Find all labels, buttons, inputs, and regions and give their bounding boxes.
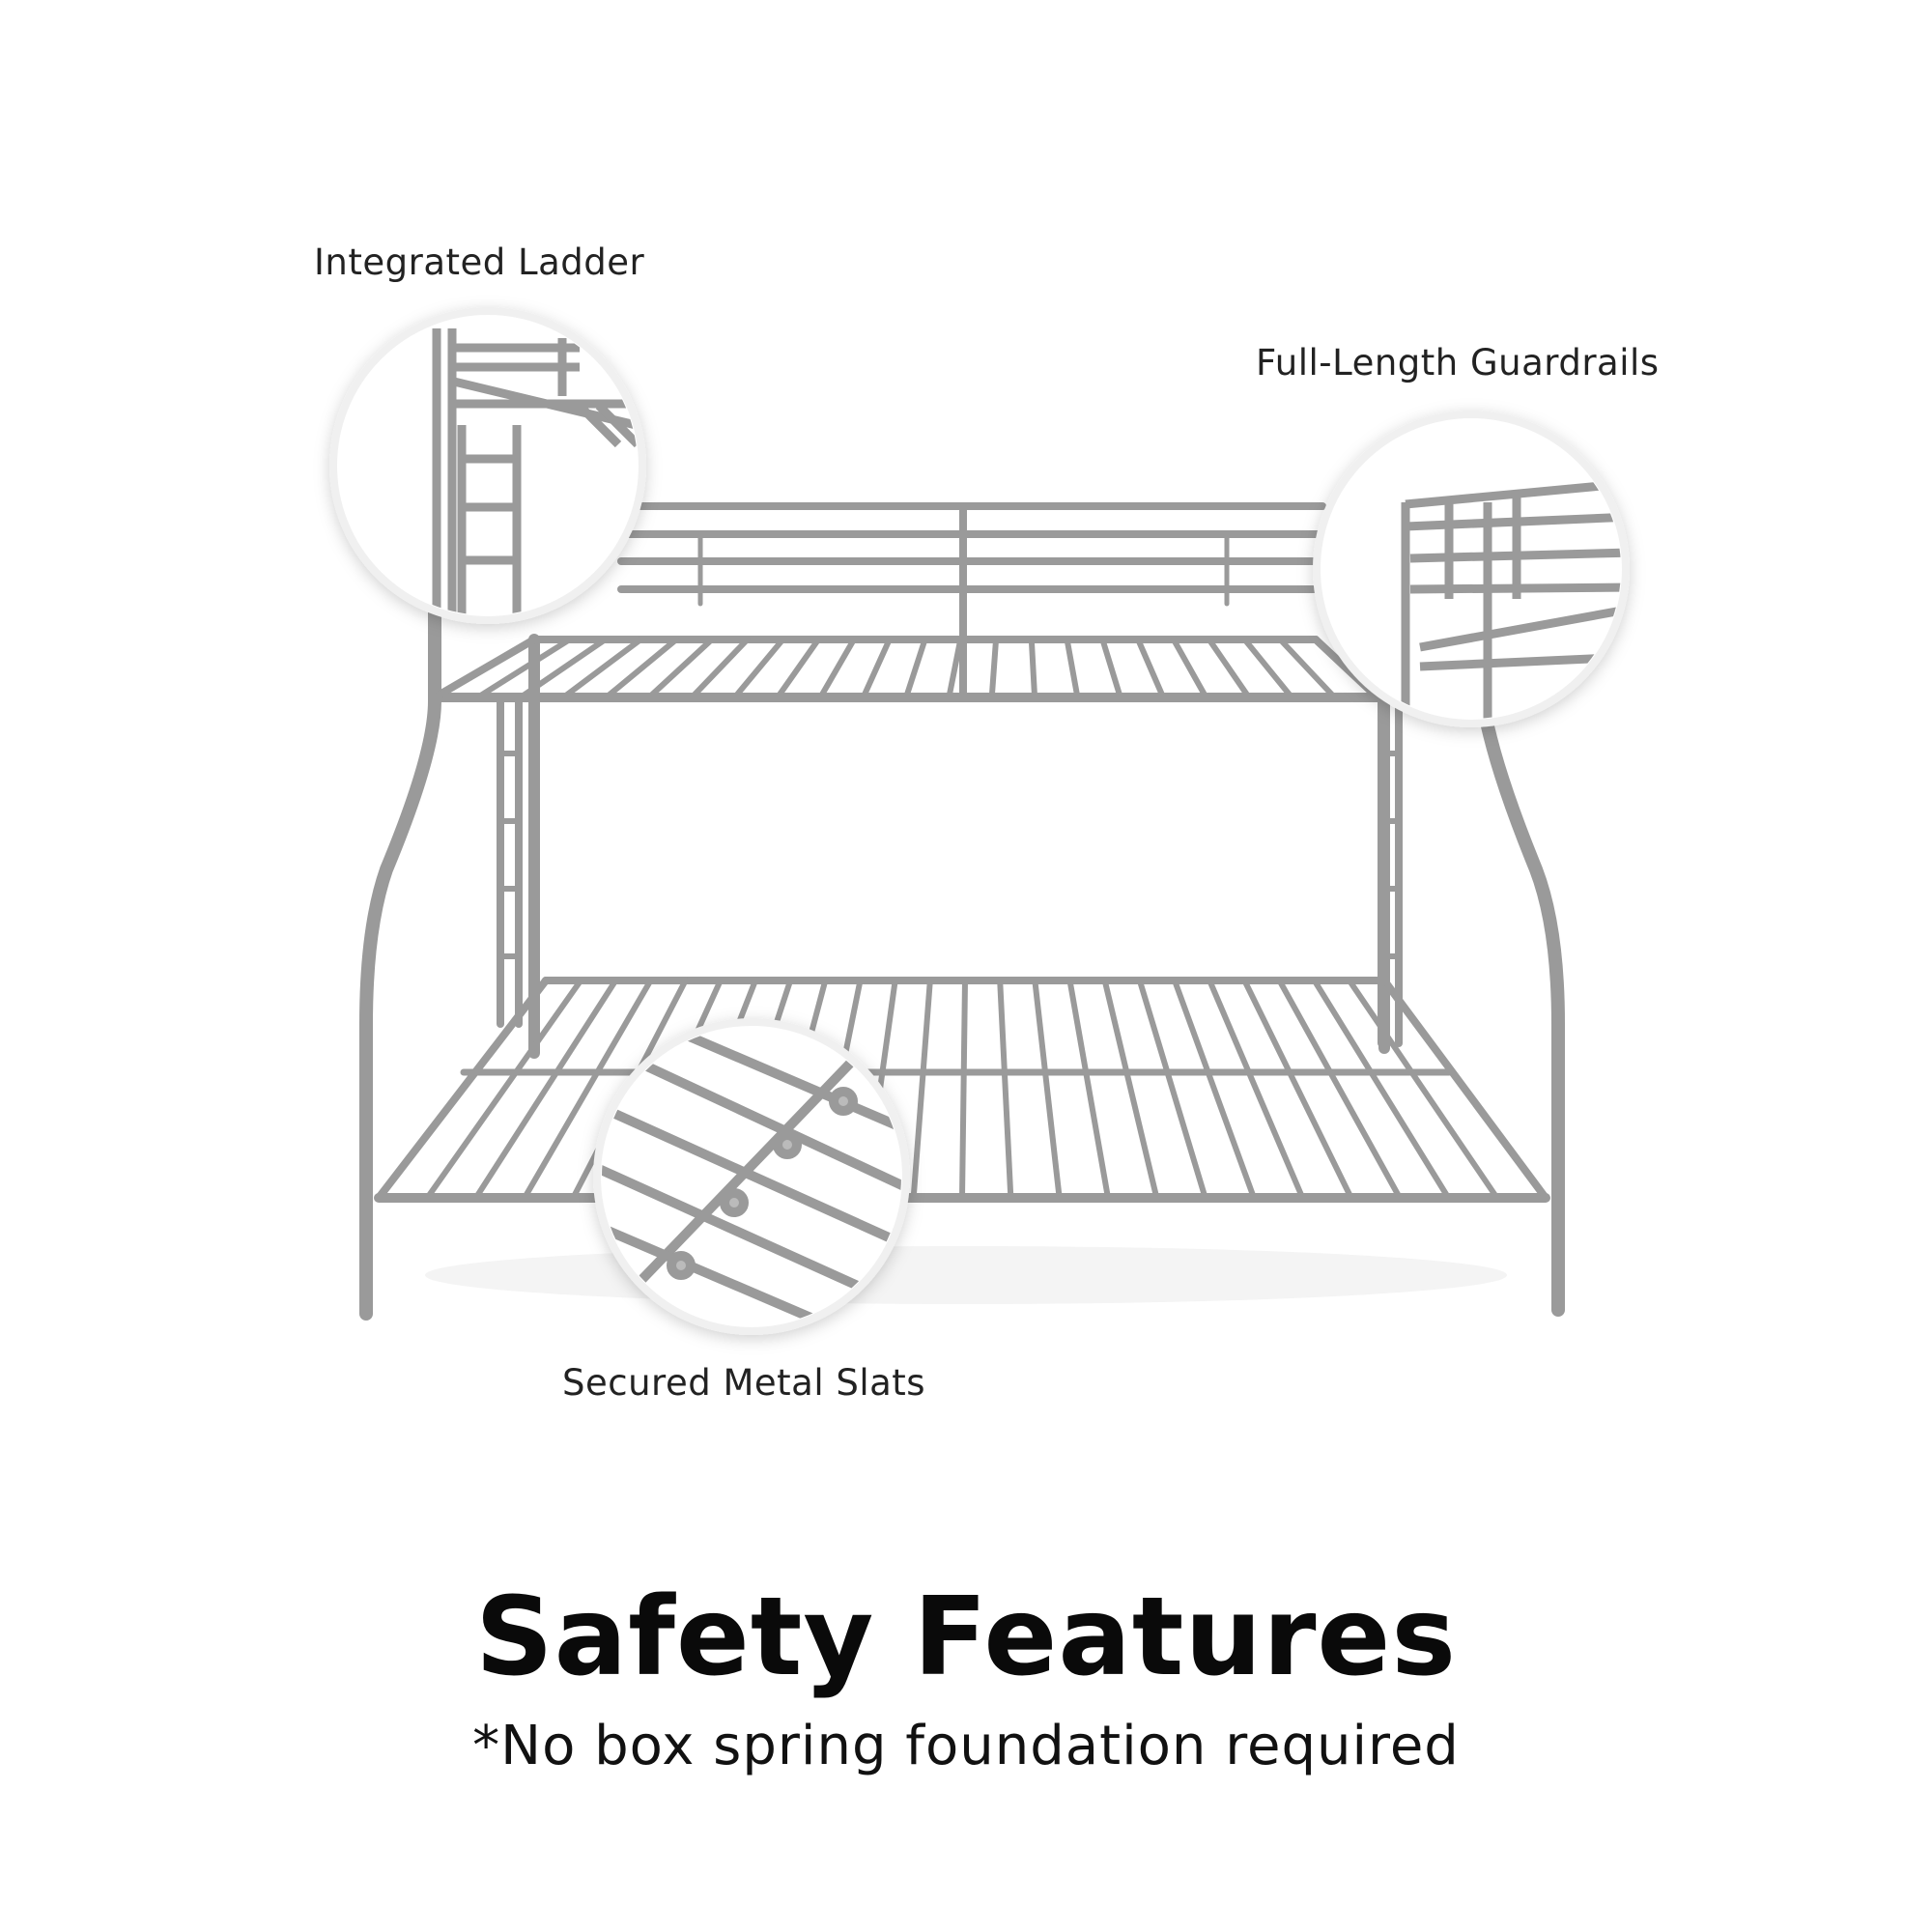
frame-post [359,322,441,1321]
frame-bar [817,637,857,700]
frame-bar [1241,637,1295,700]
bed-frame [359,322,1565,1321]
frame-bar [910,978,933,1201]
frame-bar [1311,978,1452,1201]
frame-bar [731,637,786,700]
frame-bar [1172,978,1257,1201]
frame-bar [988,637,1000,700]
frame-bar [1028,637,1038,700]
frame-bar [1066,978,1111,1201]
callout-integrated-ladder: Integrated Ladder [314,242,645,283]
page-subtitle: *No box spring foundation required [472,1715,1460,1777]
frame-bar [946,637,964,700]
frame-bar [560,637,644,700]
frame-bar [432,637,537,700]
frame-bar [517,637,609,700]
frame-bar [1170,637,1209,700]
guardrail-detail [1401,478,1621,719]
slats-detail [602,1027,901,1326]
frame-bar [903,637,928,700]
frame-bar [1101,978,1160,1201]
frame-bar [1135,637,1167,700]
callout-secured-metal-slats: Secured Metal Slats [562,1362,926,1404]
ladder-detail [432,328,638,615]
frame-bar [1206,637,1252,700]
frame-bar [1241,978,1354,1201]
frame-bar [1099,637,1123,700]
frame-bar [959,978,968,1201]
frame-bar [860,637,893,700]
frame-post [1476,695,1565,1317]
frame-bar [376,978,549,1201]
frame-bar [1277,637,1338,700]
frame-bar [1064,637,1081,700]
frame-bar [1381,978,1548,1201]
frame-bar [1136,978,1208,1201]
frame-bar [1276,978,1403,1201]
guardrail-detail-circle [1313,411,1630,727]
frame-bar [424,978,584,1201]
frame-bar [1207,978,1306,1201]
frame-bar [472,978,619,1201]
callout-full-length-guardrails: Full-Length Guardrails [1256,342,1660,384]
frame-bar [689,637,751,700]
frame-bar [774,637,822,700]
frame-bar [603,637,680,700]
frame-bar [1346,978,1500,1201]
frame-bar [474,637,573,700]
page-title: Safety Features [474,1575,1458,1700]
frame-bar [645,637,715,700]
frame-bar [522,978,654,1201]
frame-bar [1032,978,1063,1201]
ladder-detail-circle [329,307,646,624]
frame-bar [997,978,1014,1201]
